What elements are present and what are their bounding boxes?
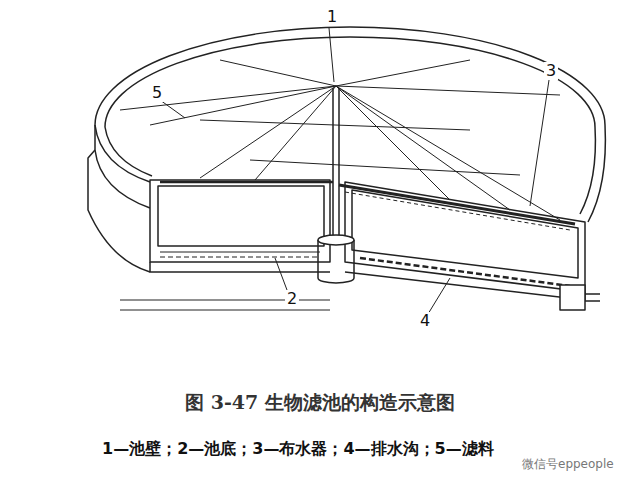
watermark: 微信号eppeople <box>520 458 616 471</box>
callout-number: 3 <box>544 62 558 80</box>
figure-caption: 图 3-47 生物滤池的构造示意图 <box>183 392 457 413</box>
callout-number: 1 <box>325 8 339 26</box>
callout-number: 2 <box>285 290 299 308</box>
callout-number: 5 <box>150 84 164 102</box>
legend-note: 1—池壁；2—池底；3—布水器；4—排水沟；5—滤料 <box>100 440 496 458</box>
callout-number: 4 <box>418 312 432 330</box>
